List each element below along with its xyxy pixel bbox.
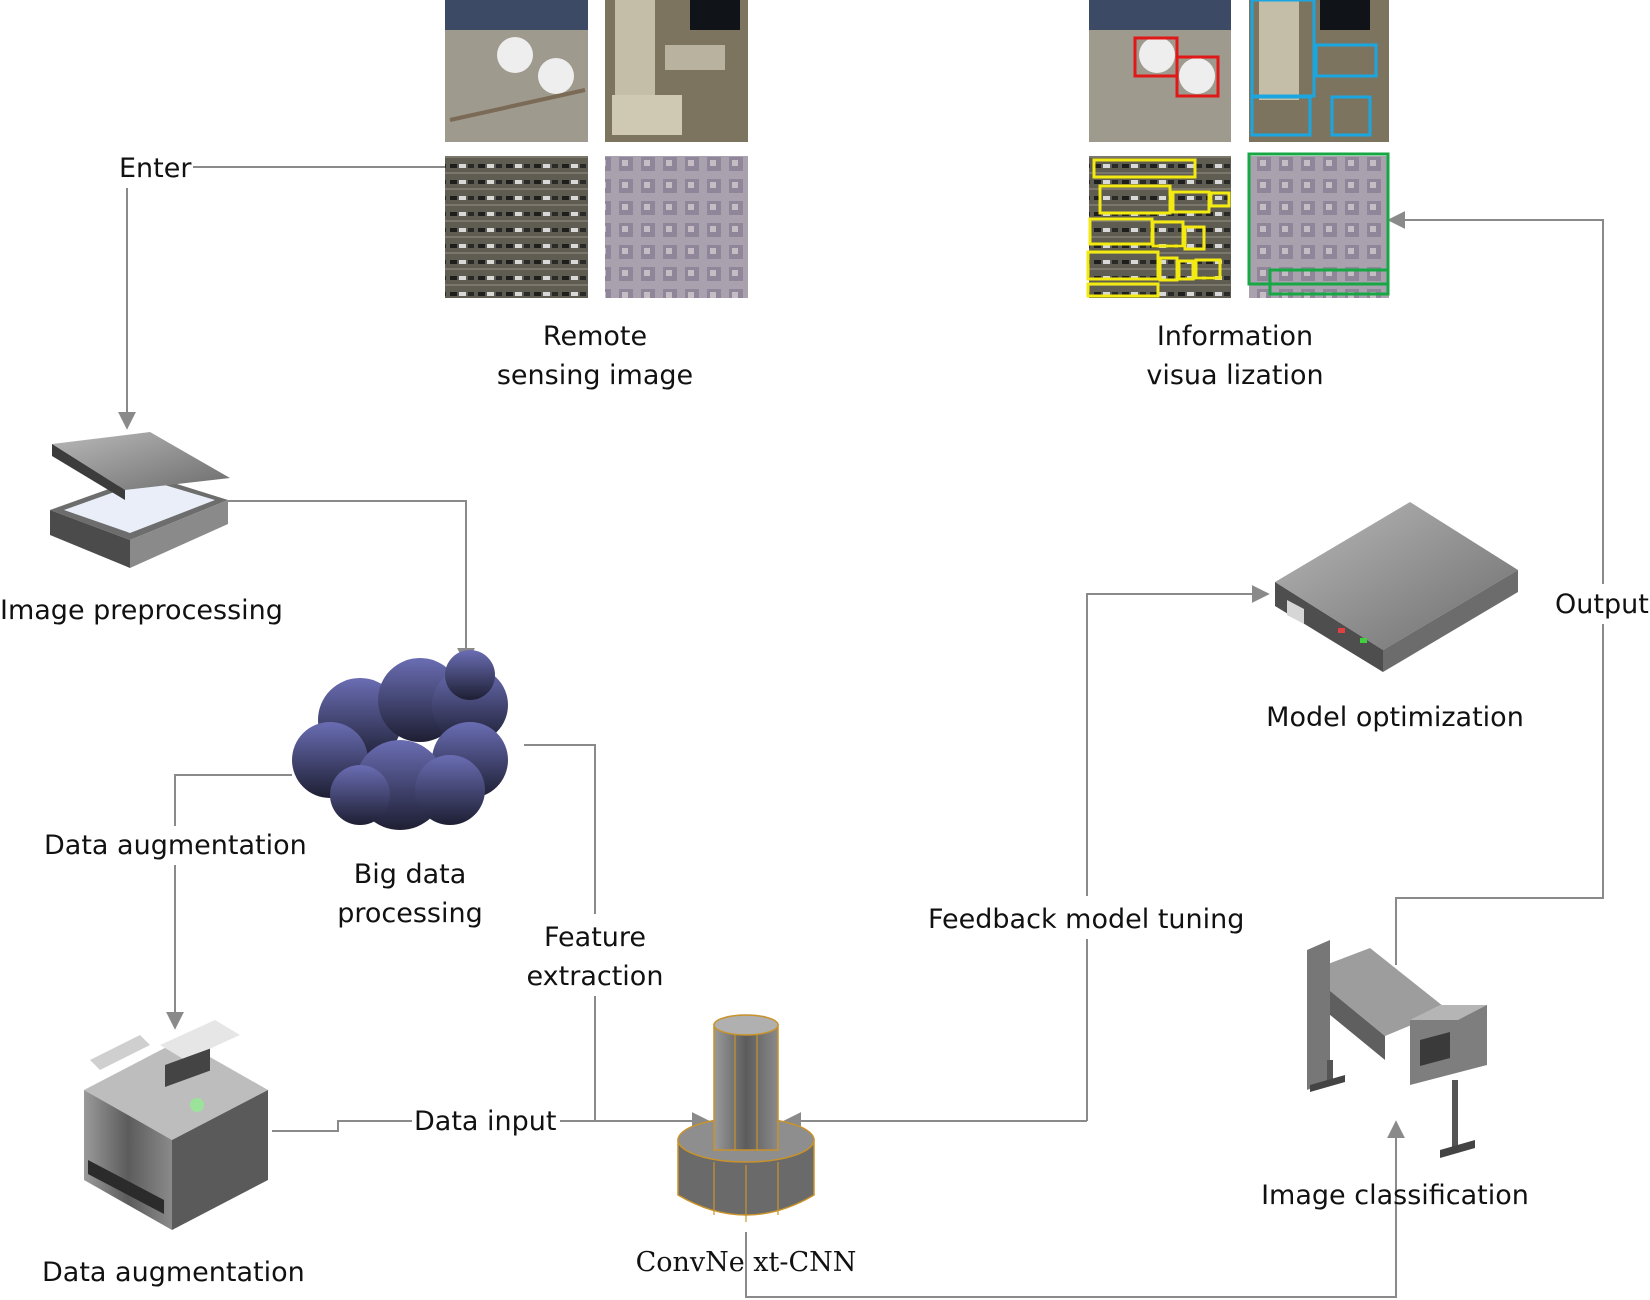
label-convnext: ConvNe xt-CNN [635, 1247, 857, 1278]
viz-tile-tanks [1089, 0, 1231, 142]
label-feature-line2: extraction [526, 961, 664, 992]
label-feature-line1: Feature [543, 922, 647, 953]
label-output: Output [1553, 585, 1650, 624]
label-big-data-line1: Big data [353, 859, 467, 890]
tile-tanks [445, 0, 588, 142]
label-information-line1: Information [1156, 321, 1314, 352]
connectors [118, 166, 1604, 1298]
label-big-data-line2: processing [337, 898, 483, 929]
label-enter: Enter [117, 149, 194, 188]
label-data-input: Data input [412, 1102, 559, 1141]
connector-printer-to-datainput [272, 1120, 414, 1132]
connector-output-top [1387, 211, 1604, 584]
tile-rooftops [605, 156, 748, 298]
connector-cloud-to-feature [524, 744, 596, 914]
server-box-icon [1275, 502, 1518, 672]
label-model-optimization: Model optimization [1266, 702, 1524, 733]
label-image-classification: Image classification [1261, 1180, 1529, 1211]
connector-cloud-to-augment [174, 774, 292, 828]
convnext-column-icon [677, 1014, 815, 1222]
label-data-augmentation-device: Data augmentation [42, 1257, 305, 1288]
label-feedback-model-tuning: Feedback model tuning [926, 900, 1247, 939]
connector-preprocess-to-cloud [228, 500, 475, 666]
scanner-icon [50, 432, 230, 568]
label-image-preprocessing: Image preprocessing [0, 595, 283, 626]
visualization-tiles [1086, 0, 1390, 298]
viz-tile-rooftops [1247, 152, 1390, 298]
viz-tile-parking [1086, 156, 1231, 298]
label-information-line2: visua lization [1146, 360, 1324, 391]
connector-column-to-classification [745, 1120, 1405, 1298]
viz-tile-buildings [1249, 0, 1389, 142]
plotter-icon [1307, 940, 1487, 1158]
fax-printer-icon [84, 1020, 268, 1230]
label-remote-sensing-line2: sensing image [496, 360, 694, 391]
cloud-icon [292, 650, 508, 830]
connector-feedback-top [1086, 585, 1270, 896]
connector-output [1395, 620, 1604, 965]
remote-sensing-tiles [445, 0, 748, 298]
tile-parking [445, 156, 588, 298]
label-remote-sensing-line1: Remote [542, 321, 648, 352]
tile-buildings [605, 0, 748, 142]
label-data-augmentation-branch: Data augmentation [42, 826, 309, 865]
